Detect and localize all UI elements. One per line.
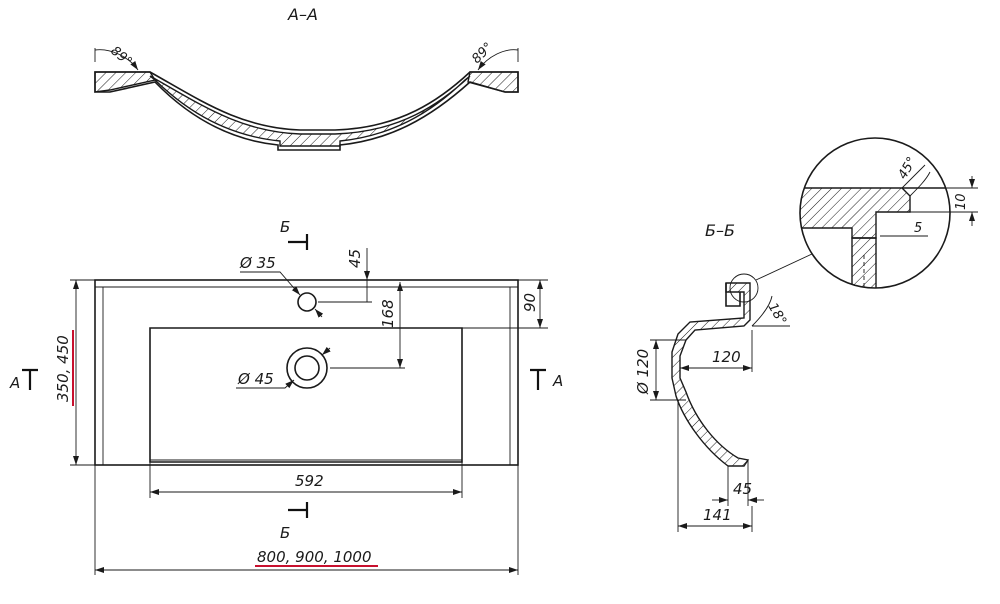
detail-leader — [755, 253, 813, 281]
dim-dia120-label: Ø 120 — [634, 349, 652, 395]
dim-p45-label: 45 — [733, 480, 752, 498]
lip-angle-arc — [751, 295, 773, 327]
tap-dia-leader-2 — [314, 308, 324, 318]
section-bb-title: Б–Б — [705, 221, 735, 240]
profile-shell — [671, 282, 751, 467]
cut-mark-b-top-label: Б — [280, 218, 290, 236]
drain-dia-label: Ø 45 — [237, 370, 274, 388]
dim-5-label: 5 — [914, 221, 922, 236]
dim-10-label: 10 — [954, 193, 969, 210]
section-aa-angle-left: 89° — [107, 44, 134, 70]
tap-hole — [297, 292, 317, 312]
cut-mark-b-top — [288, 234, 309, 250]
dim-width-label: 800, 900, 1000 — [257, 548, 372, 566]
section-aa-shell — [149, 75, 471, 147]
dim-depth-label: 350, 450 — [54, 335, 72, 402]
dim-141-label: 141 — [703, 506, 732, 524]
detail-angle-arc — [909, 171, 931, 197]
drain-inner — [294, 355, 320, 381]
dim-168-label: 168 — [379, 299, 397, 328]
plan-view: Ø 35 Ø 45 45 168 90 592 800, 900, 1000 — [9, 218, 563, 575]
detail-angle-ref — [901, 164, 926, 189]
cut-mark-a-left — [22, 368, 38, 390]
tap-dia-leader — [240, 271, 301, 296]
section-aa-rim-right — [467, 71, 519, 93]
detail-callout-small — [729, 273, 759, 303]
drain-dia-leader-2 — [321, 346, 331, 356]
detail-angle-label: 45° — [895, 155, 920, 182]
section-bb-view: Б–Б 18° Ø 120 120 45 141 — [634, 221, 813, 532]
section-aa-title: А–А — [287, 5, 318, 24]
detail-view: 45° 10 5 — [799, 137, 978, 289]
tap-dia-label: Ø 35 — [239, 254, 276, 272]
angle-arc-right — [478, 48, 519, 70]
detail-rim-hatch — [800, 187, 911, 239]
cut-mark-a-right — [530, 368, 546, 390]
drain-dia-leader — [236, 379, 295, 389]
section-aa-view: А–А 89° 89° — [94, 5, 519, 151]
profile-tap-ledge — [725, 283, 741, 307]
dim-120-label: 120 — [712, 348, 741, 366]
dim-592-label: 592 — [295, 472, 324, 490]
detail-circle — [799, 137, 951, 289]
dim-90-label: 90 — [521, 293, 539, 312]
cut-mark-a-left-label: А — [9, 374, 20, 392]
lip-angle-label: 18° — [765, 301, 790, 328]
cut-mark-b-bottom-label: Б — [280, 524, 290, 542]
cut-mark-b-bottom — [288, 502, 309, 518]
angle-arc-left — [94, 48, 138, 70]
section-aa-angle-right: 89° — [469, 40, 496, 67]
dim-45-label: 45 — [346, 249, 364, 268]
cut-mark-a-right-label: А — [552, 372, 563, 390]
drain-outer — [286, 347, 328, 389]
basin-outline — [94, 279, 519, 466]
